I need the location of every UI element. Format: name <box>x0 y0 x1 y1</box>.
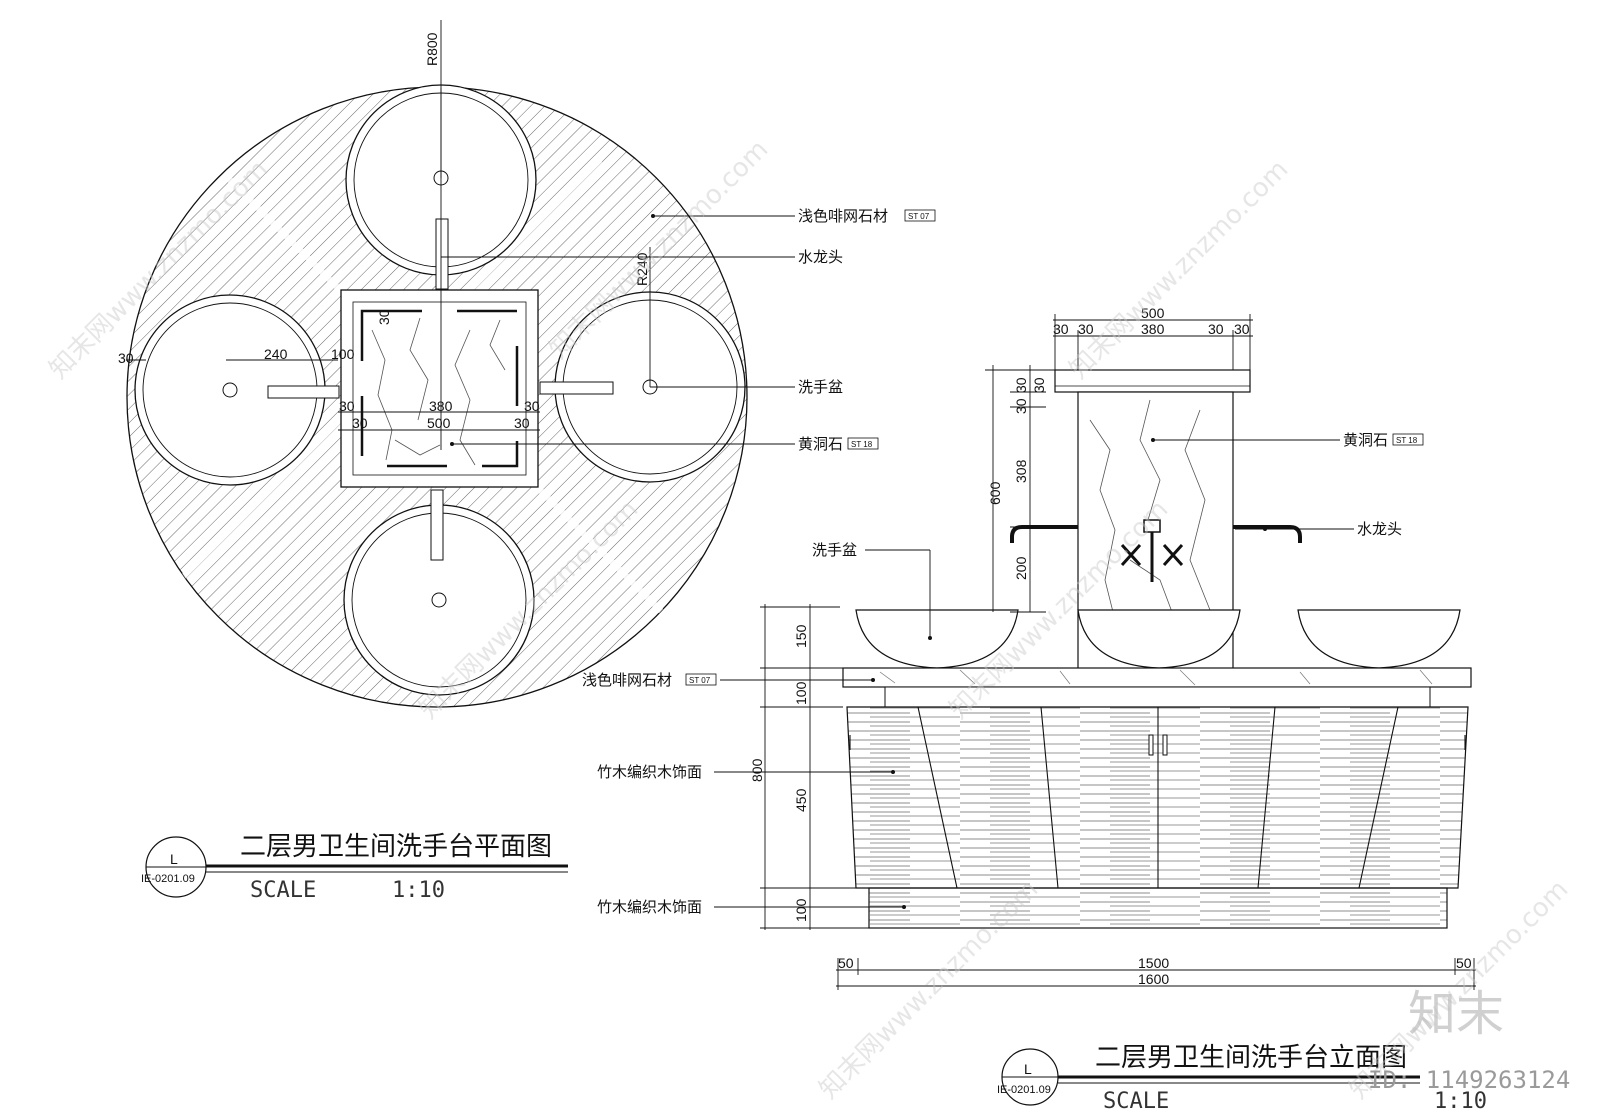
label-travertine: 黄洞石 <box>798 435 843 453</box>
dim-h50b: 50 <box>1456 955 1472 971</box>
plan-title-block: L IE-0201.09 二层男卫生间洗手台平面图 SCALE 1:10 <box>141 832 568 903</box>
dim-30a: 30 <box>339 398 355 414</box>
plan-faucet-left <box>267 385 340 399</box>
elev-scale-value: 1:10 <box>1434 1089 1487 1114</box>
watermark-text: 知末网www.znzmo.com <box>1064 154 1295 385</box>
plan-faucet-top <box>435 218 449 290</box>
dim-v450: 450 <box>793 788 809 812</box>
plan-scale-label: SCALE <box>250 878 316 903</box>
elev-ref-letter: L <box>1024 1061 1032 1077</box>
plan-scale-value: 1:10 <box>392 878 445 903</box>
dim-240: 240 <box>264 346 288 362</box>
brand-watermark: 知末 <box>1408 986 1504 1042</box>
elev-tag-stone: ST 07 <box>689 676 711 685</box>
dim-30-left: 30 <box>118 350 134 366</box>
elev-ref-code: IE-0201.09 <box>997 1084 1051 1096</box>
dim-v30a: 30 <box>1013 398 1029 414</box>
elevation-view: 30 30 30 308 600 200 500 30 30 380 30 30 <box>582 305 1487 1114</box>
dim-v200: 200 <box>1013 556 1029 580</box>
plan-pillar <box>340 289 539 488</box>
label-stone: 浅色啡网石材 <box>798 207 888 225</box>
dim-v600: 600 <box>987 481 1003 505</box>
elev-label-faucet: 水龙头 <box>1357 520 1402 538</box>
plan-drain-icon <box>222 382 238 398</box>
dim-r800: R800 <box>424 32 440 66</box>
elev-faucet-right <box>1233 525 1302 543</box>
plan-view: R800 R240 30 30 240 100 30 380 30 30 500… <box>118 20 936 903</box>
dim-v100b: 100 <box>793 898 809 922</box>
dim-v150: 150 <box>793 624 809 648</box>
plan-drain-icon <box>431 592 447 608</box>
dim-30b: 30 <box>1078 321 1094 337</box>
dim-30c: 30 <box>1208 321 1224 337</box>
dim-h1600: 1600 <box>1138 971 1169 987</box>
plan-faucet-bottom <box>430 489 444 561</box>
elevation-title: 二层男卫生间洗手台立面图 <box>1095 1043 1407 1073</box>
dim-500: 500 <box>427 415 451 431</box>
elev-plinth <box>868 887 1448 929</box>
plan-ref-code: IE-0201.09 <box>141 873 195 885</box>
plan-marble-veins <box>371 317 506 466</box>
dim-30c: 30 <box>352 415 368 431</box>
dim-v800: 800 <box>749 758 765 782</box>
elev-cabinet-handles-icon <box>1148 734 1168 756</box>
elev-mixer-icon <box>1120 519 1184 582</box>
dim-h1500: 1500 <box>1138 955 1169 971</box>
label-faucet: 水龙头 <box>798 248 843 266</box>
tag-travertine: ST 18 <box>851 440 873 449</box>
elev-faucet-left <box>1010 525 1078 543</box>
id-watermark: ID: 1149263124 <box>1368 1066 1570 1094</box>
elev-countertop <box>842 667 1472 688</box>
dim-30d: 30 <box>1234 321 1250 337</box>
elev-label-bamboo-2: 竹木编织木饰面 <box>597 898 702 916</box>
label-basin: 洗手盆 <box>798 378 843 396</box>
dim-v30c: 30 <box>1031 377 1047 393</box>
elev-label-bamboo-1: 竹木编织木饰面 <box>597 763 702 781</box>
elevation-title-block: L IE-0201.09 二层男卫生间洗手台立面图 SCALE 1:10 <box>997 1043 1487 1114</box>
dim-30b: 30 <box>524 398 540 414</box>
dim-500: 500 <box>1141 305 1165 321</box>
dim-30a: 30 <box>1053 321 1069 337</box>
elev-label-basin: 洗手盆 <box>812 541 857 559</box>
elev-scale-label: SCALE <box>1103 1089 1169 1114</box>
dim-380: 380 <box>429 398 453 414</box>
dim-r240: R240 <box>634 252 650 286</box>
tag-stone: ST 07 <box>908 212 930 221</box>
elev-tag-travertine: ST 18 <box>1396 436 1418 445</box>
plan-ref-letter: L <box>170 851 178 867</box>
dim-v30b: 30 <box>1013 377 1029 393</box>
plan-title: 二层男卫生间洗手台平面图 <box>240 832 552 862</box>
elev-label-stone: 浅色啡网石材 <box>582 671 672 689</box>
dim-380: 380 <box>1141 321 1165 337</box>
dim-100: 100 <box>331 346 355 362</box>
dim-30d: 30 <box>514 415 530 431</box>
dim-30-top: 30 <box>376 309 392 325</box>
plan-faucet-right <box>539 381 614 395</box>
dim-v100a: 100 <box>793 681 809 705</box>
elev-basin-right <box>1297 609 1461 669</box>
dim-h50a: 50 <box>838 955 854 971</box>
elev-label-travertine: 黄洞石 <box>1343 431 1388 449</box>
dim-v308: 308 <box>1013 459 1029 483</box>
